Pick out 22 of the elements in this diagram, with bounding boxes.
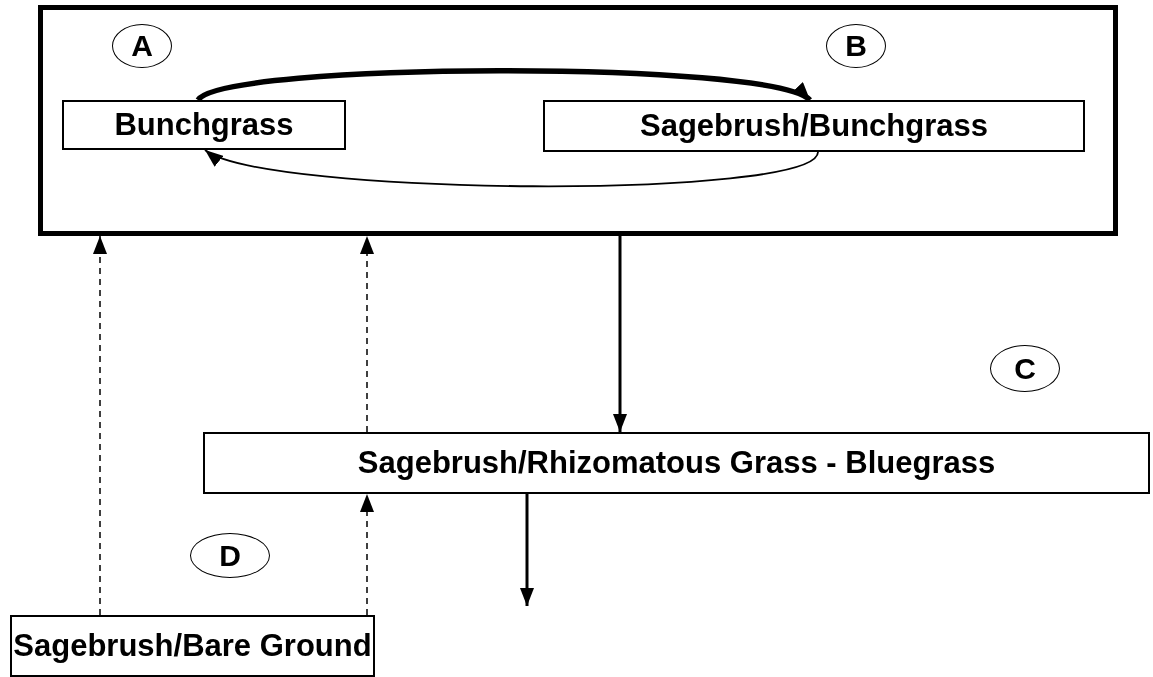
state-label: Sagebrush/Rhizomatous Grass - Bluegrass [357, 445, 996, 481]
state-box [203, 432, 1150, 494]
state-box [62, 100, 346, 150]
circle-letter: A [131, 29, 153, 63]
state-label: Sagebrush/Bare Ground [13, 628, 372, 664]
state-label: Bunchgrass [114, 107, 294, 143]
state-box [543, 100, 1085, 152]
arrow [520, 494, 534, 606]
letter-circle [826, 24, 886, 68]
group-box [38, 5, 1118, 236]
circle-letter: D [219, 538, 241, 573]
arrow [93, 235, 107, 616]
arrow [613, 236, 627, 432]
circle-letter: C [1014, 351, 1036, 386]
arrow [360, 493, 374, 616]
state-label: Sagebrush/Bunchgrass [640, 108, 988, 144]
arrow [360, 235, 374, 433]
arrow [204, 149, 819, 188]
circle-letter: B [845, 29, 867, 63]
arrow [196, 68, 812, 103]
letter-circle [112, 24, 172, 68]
state-box [10, 615, 375, 677]
